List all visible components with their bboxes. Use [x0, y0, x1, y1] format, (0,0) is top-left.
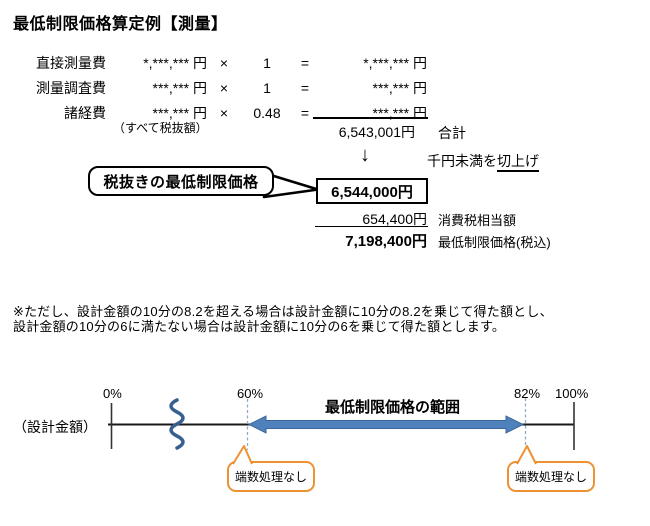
total-rule — [315, 226, 428, 227]
row-value: *,***,*** 円 — [143, 54, 207, 71]
multiplier: 0.48 — [253, 104, 281, 121]
break-squiggle-icon — [169, 398, 185, 450]
equals-sign: = — [300, 79, 310, 96]
row-result: *,***,*** 円 — [363, 54, 427, 71]
calc-row-survey-investigation: 測量調査費 ***,*** 円 × 1 = ***,*** 円 — [0, 75, 430, 100]
multiplier: 1 — [263, 54, 271, 71]
consumption-tax-label: 消費税相当額 — [438, 213, 517, 228]
row-value: ***,*** 円 — [152, 104, 207, 121]
multiply-sign: × — [219, 104, 229, 121]
rounding-note: 千円未満を切上げ — [427, 151, 539, 172]
row-label: 測量調査費 — [36, 79, 106, 96]
equals-sign: = — [300, 104, 310, 121]
tax-excluded-note: （すべて税抜額） — [113, 121, 208, 135]
rounded-value-box: 6,544,000円 — [316, 178, 428, 204]
multiply-sign: × — [219, 54, 229, 71]
calc-row-misc-expenses: 諸経費 ***,*** 円 × 0.48 = ***,*** 円 — [0, 100, 430, 125]
subtotal-rule — [313, 117, 428, 119]
consumption-tax-value: 654,400円 — [362, 211, 427, 227]
note-line-1: ※ただし、設計金額の10分の8.2を超える場合は設計金額に10分の8.2を乗じて… — [13, 304, 553, 319]
tick-label-82: 82% — [514, 386, 541, 401]
total-label: 最低制限価格(税込) — [438, 235, 551, 250]
equals-sign: = — [300, 54, 310, 71]
callout-bubble: 税抜きの最低制限価格 — [88, 166, 274, 196]
note-line-2: 設計金額の10分の6に満たない場合は設計金額に10分の6を乗じて得た額とします。 — [13, 319, 506, 334]
total-value: 7,198,400円 — [345, 233, 427, 250]
multiply-sign: × — [219, 79, 229, 96]
calc-row-direct-survey: 直接測量費 *,***,*** 円 × 1 = *,***,*** 円 — [0, 50, 430, 75]
row-label: 諸経費 — [64, 104, 106, 121]
axis-label: （設計金額） — [13, 419, 97, 435]
range-arrow — [247, 415, 525, 434]
down-arrow-icon: ↓ — [360, 144, 370, 166]
range-label: 最低制限価格の範囲 — [325, 399, 461, 416]
row-label: 直接測量費 — [36, 54, 106, 71]
subtotal-value: 6,543,001円 — [338, 124, 415, 140]
row-result: ***,*** 円 — [372, 104, 427, 121]
page-title: 最低制限価格算定例【測量】 — [13, 16, 228, 33]
row-value: ***,*** 円 — [152, 79, 207, 96]
subtotal-label: 合計 — [438, 125, 466, 141]
rounding-note-prefix: 千円未満を — [427, 153, 497, 169]
rounding-note-underlined: 切上げ — [497, 153, 539, 172]
multiplier: 1 — [263, 79, 271, 96]
tick-label-60: 60% — [237, 386, 264, 401]
tick-label-100: 100% — [555, 386, 589, 401]
row-result: ***,*** 円 — [372, 79, 427, 96]
bubble-right: 端数処理なし — [507, 461, 595, 492]
tick-label-0: 0% — [103, 386, 122, 401]
bubble-left: 端数処理なし — [227, 461, 315, 492]
